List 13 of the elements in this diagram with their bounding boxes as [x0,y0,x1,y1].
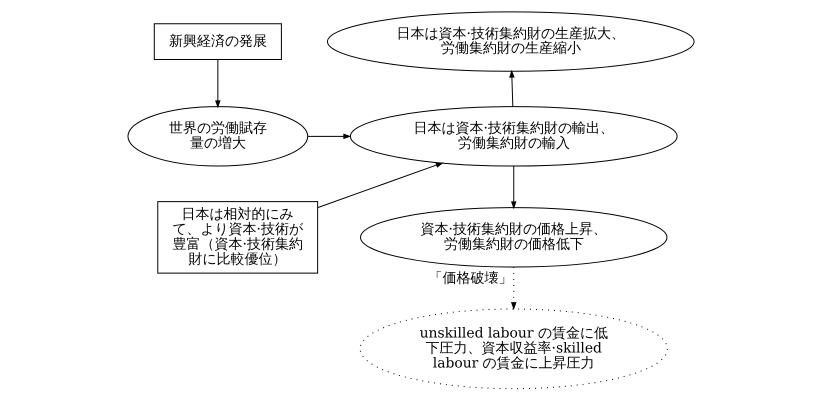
node-ellipse: 日本は資本·技術集約財の生産拡大、労働集約財の生産縮小 [326,11,695,72]
node-ellipse: 世界の労働賦存量の増大 [127,106,308,167]
node-ellipse: unskilled labour の賃金に低下圧力、資本収益率·skilled labour の賃金に上昇圧力 [360,308,668,390]
arrow [509,70,515,108]
arrow [318,162,444,208]
arrow [215,59,221,108]
arrow [308,134,352,140]
node-ellipse: 資本·技術集約財の価格上昇、労働集約財の価格低下 [360,207,668,268]
arrow [510,165,517,210]
node-box: 新興経済の発展 [154,23,282,60]
arrow [510,266,517,310]
node-box: 日本は相対的にみて、より資本·技術が豊富（資本·技術集約財に比較優位） [157,201,318,274]
node-label: 「価格破壊」 [428,270,513,286]
